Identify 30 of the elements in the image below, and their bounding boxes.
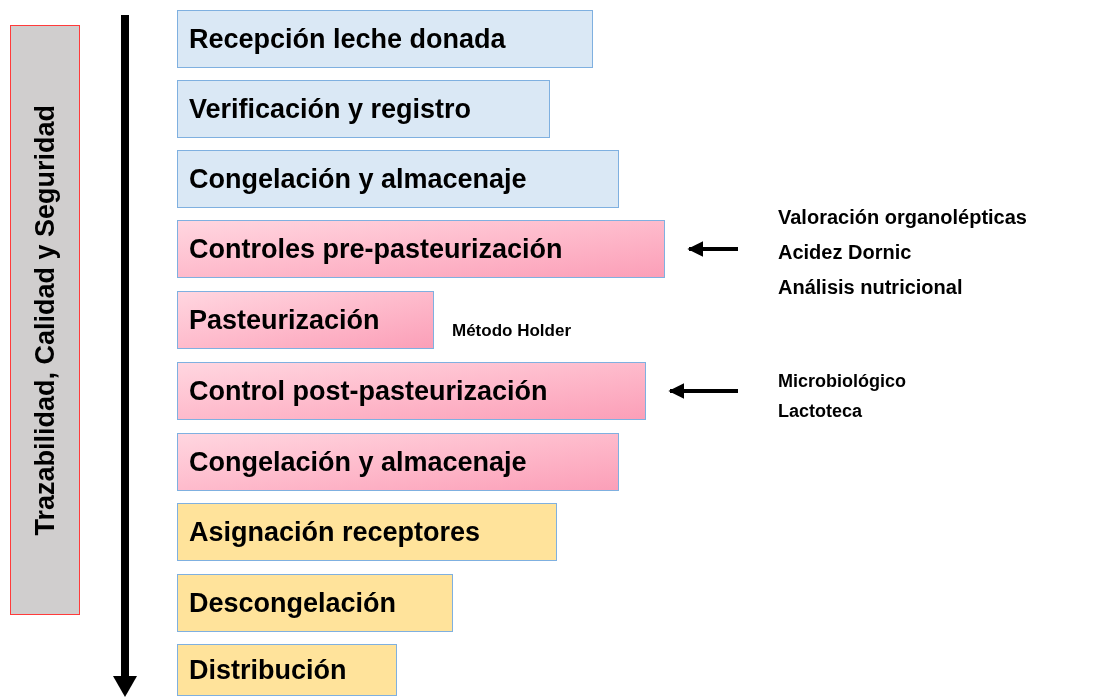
process-box [177, 80, 550, 138]
note-text: Valoración organolépticas [778, 205, 1028, 230]
step-label: Controles pre-pasteurización [189, 232, 563, 266]
note-text: Microbiológico [778, 370, 907, 393]
process-box [177, 362, 646, 420]
process-box [177, 220, 665, 278]
process-box [177, 150, 619, 208]
step-label: Congelación y almacenaje [189, 162, 527, 196]
process-box [177, 503, 557, 561]
side-band [10, 25, 80, 615]
band-label: Trazabilidad, Calidad y Seguridad [28, 104, 61, 536]
step-label: Pasteurización [189, 303, 380, 337]
process-box [177, 10, 593, 68]
step-label: Recepción leche donada [189, 22, 506, 56]
step-label: Congelación y almacenaje [189, 445, 527, 479]
step-label: Descongelación [189, 586, 397, 620]
note-text: Análisis nutricional [778, 275, 964, 300]
step-label: Asignación receptores [189, 515, 481, 549]
process-box [177, 291, 434, 349]
process-box [177, 574, 453, 632]
step-label: Verificación y registro [189, 92, 472, 126]
process-box [177, 433, 619, 491]
arrow [687, 241, 738, 257]
step-label: Distribución [189, 653, 347, 687]
note-text: Acidez Dornic [778, 240, 913, 265]
arrow [668, 383, 738, 399]
process-box [177, 644, 397, 696]
step-label: Control post-pasteurización [189, 374, 548, 408]
note-text: Lactoteca [778, 400, 864, 423]
method-note: Método Holder [452, 320, 571, 342]
